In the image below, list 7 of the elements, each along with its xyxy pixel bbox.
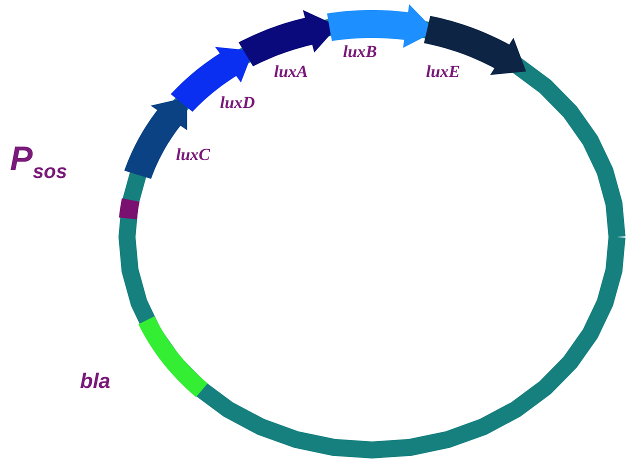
gene-label: luxB	[343, 42, 378, 62]
gene-label: luxD	[220, 93, 255, 113]
promoter-label: P$_{sos}$	[10, 140, 68, 184]
gene-label: luxA	[274, 62, 308, 82]
gene-label: luxC	[176, 145, 210, 165]
gene-label: luxE	[426, 62, 460, 82]
gene-label: bla	[80, 370, 110, 394]
